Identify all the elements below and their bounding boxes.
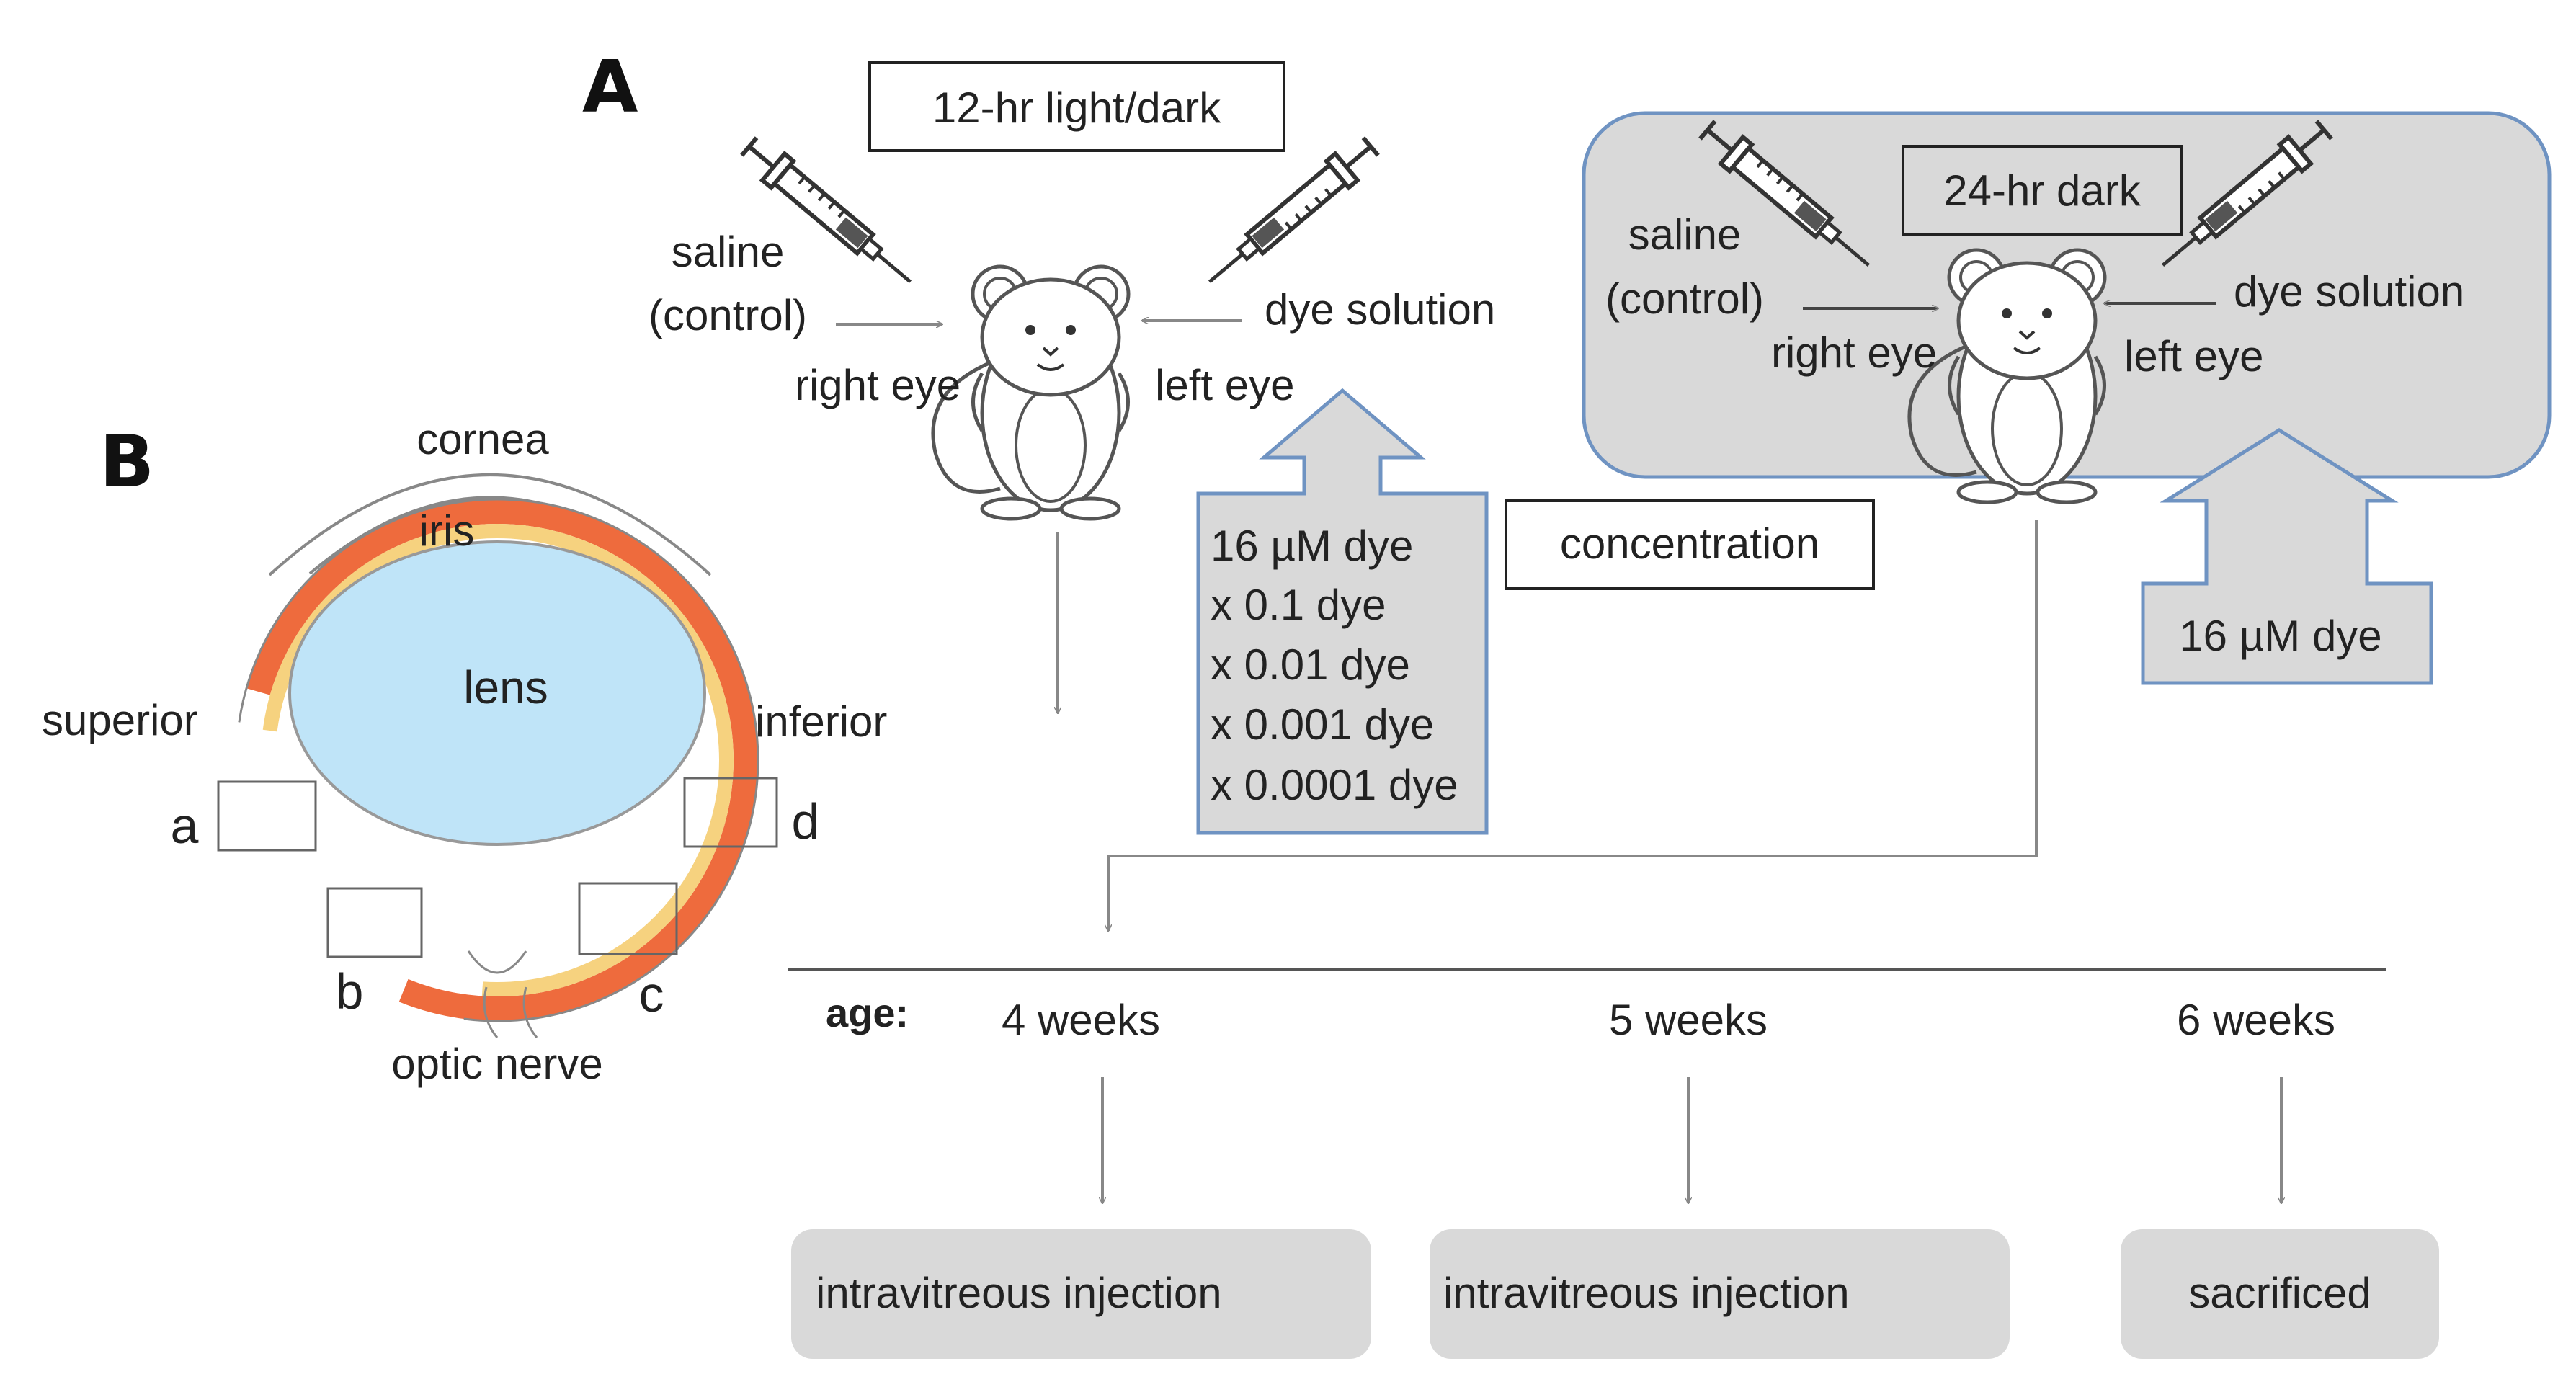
right-eye-label-dark: right eye bbox=[1771, 329, 1937, 377]
retina-outer-layer bbox=[236, 499, 758, 1021]
region-box-d bbox=[683, 777, 778, 848]
left-eye-label: left eye bbox=[1155, 361, 1294, 409]
sclera-outline bbox=[235, 498, 759, 1022]
dark-condition-label: 24-hr dark bbox=[1943, 166, 2141, 215]
region-box-c bbox=[578, 882, 678, 955]
panel-label-a: A bbox=[582, 45, 638, 129]
dilution-item-5: x 0.0001 dye bbox=[1211, 761, 1458, 809]
eye-diagram bbox=[217, 473, 778, 1038]
age-6-weeks: 6 weeks bbox=[2177, 996, 2335, 1044]
optic-nerve-line-1 bbox=[483, 986, 499, 1038]
region-label-a: a bbox=[171, 798, 199, 854]
dye-solution-label: dye solution bbox=[1265, 285, 1495, 334]
dilution-item-2: x 0.1 dye bbox=[1211, 581, 1386, 629]
saline-control-label: (control) bbox=[649, 291, 807, 339]
panel-label-b: B bbox=[99, 419, 154, 504]
age-5-weeks: 5 weeks bbox=[1609, 996, 1768, 1044]
step-box-2 bbox=[1430, 1229, 2010, 1359]
saline-label: saline bbox=[672, 228, 785, 276]
dark-group-connector bbox=[1108, 520, 2038, 931]
saline-label-dark: saline bbox=[1628, 210, 1742, 259]
dilution-item-3: x 0.01 dye bbox=[1211, 641, 1410, 689]
concentration-box bbox=[1505, 499, 1875, 590]
concentration-label: concentration bbox=[1560, 519, 1819, 568]
step-box-3 bbox=[2121, 1229, 2439, 1359]
region-label-b: b bbox=[336, 963, 364, 1020]
dilution-series-box bbox=[1196, 388, 1489, 835]
dilution-item-1: 16 µM dye bbox=[1211, 522, 1413, 570]
age-4-weeks: 4 weeks bbox=[1002, 996, 1160, 1044]
dark-dose-label: 16 µM dye bbox=[2179, 612, 2381, 660]
region-label-c: c bbox=[639, 966, 664, 1022]
region-box-a bbox=[217, 780, 317, 852]
lens-label: lens bbox=[463, 661, 548, 713]
inferior-label: inferior bbox=[755, 697, 887, 746]
mouse-icon bbox=[933, 267, 1128, 519]
step-label-1: intravitreous injection bbox=[816, 1269, 1222, 1317]
dye-solution-label-dark: dye solution bbox=[2234, 267, 2464, 316]
step-box-1 bbox=[791, 1229, 1371, 1359]
region-label-d: d bbox=[792, 793, 820, 849]
light-condition-box bbox=[868, 61, 1285, 152]
age-label: age: bbox=[826, 990, 909, 1035]
cornea-label: cornea bbox=[416, 415, 549, 463]
right-eye-label: right eye bbox=[795, 361, 961, 409]
lens bbox=[288, 540, 706, 846]
left-eye-label-dark: left eye bbox=[2124, 332, 2263, 380]
optic-nerve-label: optic nerve bbox=[391, 1040, 603, 1088]
saline-control-label-dark: (control) bbox=[1605, 275, 1764, 323]
dark-dose-box bbox=[2141, 428, 2433, 685]
step-label-2: intravitreous injection bbox=[1443, 1269, 1850, 1317]
step-label-3: sacrificed bbox=[2188, 1269, 2371, 1317]
iris-label: iris bbox=[419, 507, 475, 555]
region-box-b bbox=[326, 887, 423, 958]
light-condition-label: 12-hr light/dark bbox=[932, 84, 1221, 132]
dye-syringe-icon bbox=[1198, 133, 1382, 295]
dilution-item-4: x 0.001 dye bbox=[1211, 700, 1434, 749]
superior-label: superior bbox=[42, 696, 198, 744]
dark-condition-box bbox=[1902, 145, 2183, 236]
optic-disc bbox=[467, 950, 527, 974]
optic-nerve-line-2 bbox=[522, 986, 538, 1038]
retina-inner-layer bbox=[261, 524, 734, 996]
cornea-outline bbox=[268, 473, 712, 576]
